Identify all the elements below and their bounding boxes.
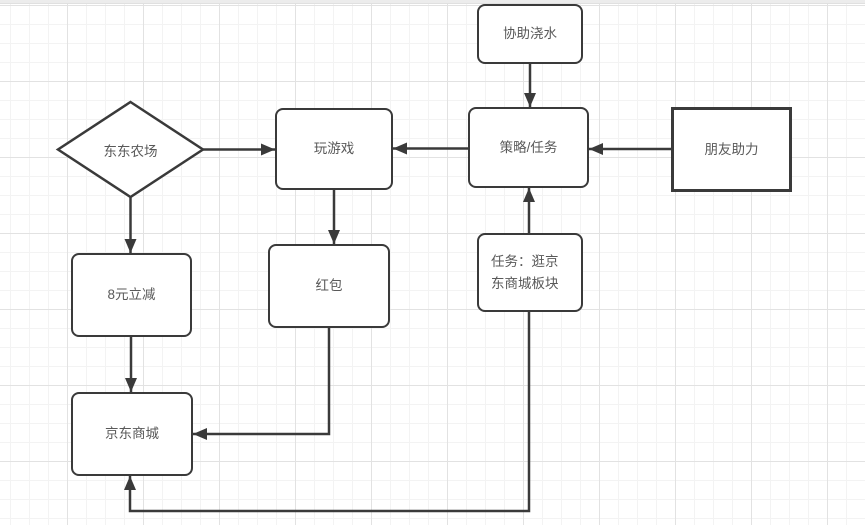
node-dongdong-farm[interactable]: 东东农场 xyxy=(58,102,203,197)
node-strategy-task-label: 策略/任务 xyxy=(499,139,558,155)
node-strategy-task[interactable]: 策略/任务 xyxy=(468,107,589,188)
canvas-top-edge xyxy=(0,0,867,4)
node-assist-watering-label: 协助浇水 xyxy=(503,26,557,42)
node-dongdong-farm-label: 东东农场 xyxy=(103,143,158,159)
node-friend-assist-label: 朋友助力 xyxy=(704,141,759,157)
node-red-packet-label: 红包 xyxy=(315,278,343,294)
node-friend-assist[interactable]: 朋友助力 xyxy=(671,107,792,192)
node-task-visit-jd-mall[interactable]: 任务：逛京东商城板块 xyxy=(477,233,583,312)
edge-red-packet-to-jd-mall[interactable] xyxy=(193,328,331,440)
node-discount-8-yuan-label: 8元立减 xyxy=(107,287,156,303)
node-jd-mall-label: 京东商城 xyxy=(105,426,159,442)
node-red-packet[interactable]: 红包 xyxy=(268,244,390,328)
node-discount-8-yuan[interactable]: 8元立减 xyxy=(71,253,192,337)
node-jd-mall[interactable]: 京东商城 xyxy=(71,392,193,476)
edge-task-to-jd-mall[interactable] xyxy=(124,312,531,513)
canvas-right-edge xyxy=(865,0,867,525)
node-task-visit-jd-mall-label: 任务：逛京东商城板块 xyxy=(491,253,559,291)
node-play-games-label: 玩游戏 xyxy=(313,141,355,157)
node-play-games[interactable]: 玩游戏 xyxy=(275,108,393,190)
node-assist-watering[interactable]: 协助浇水 xyxy=(477,4,583,64)
